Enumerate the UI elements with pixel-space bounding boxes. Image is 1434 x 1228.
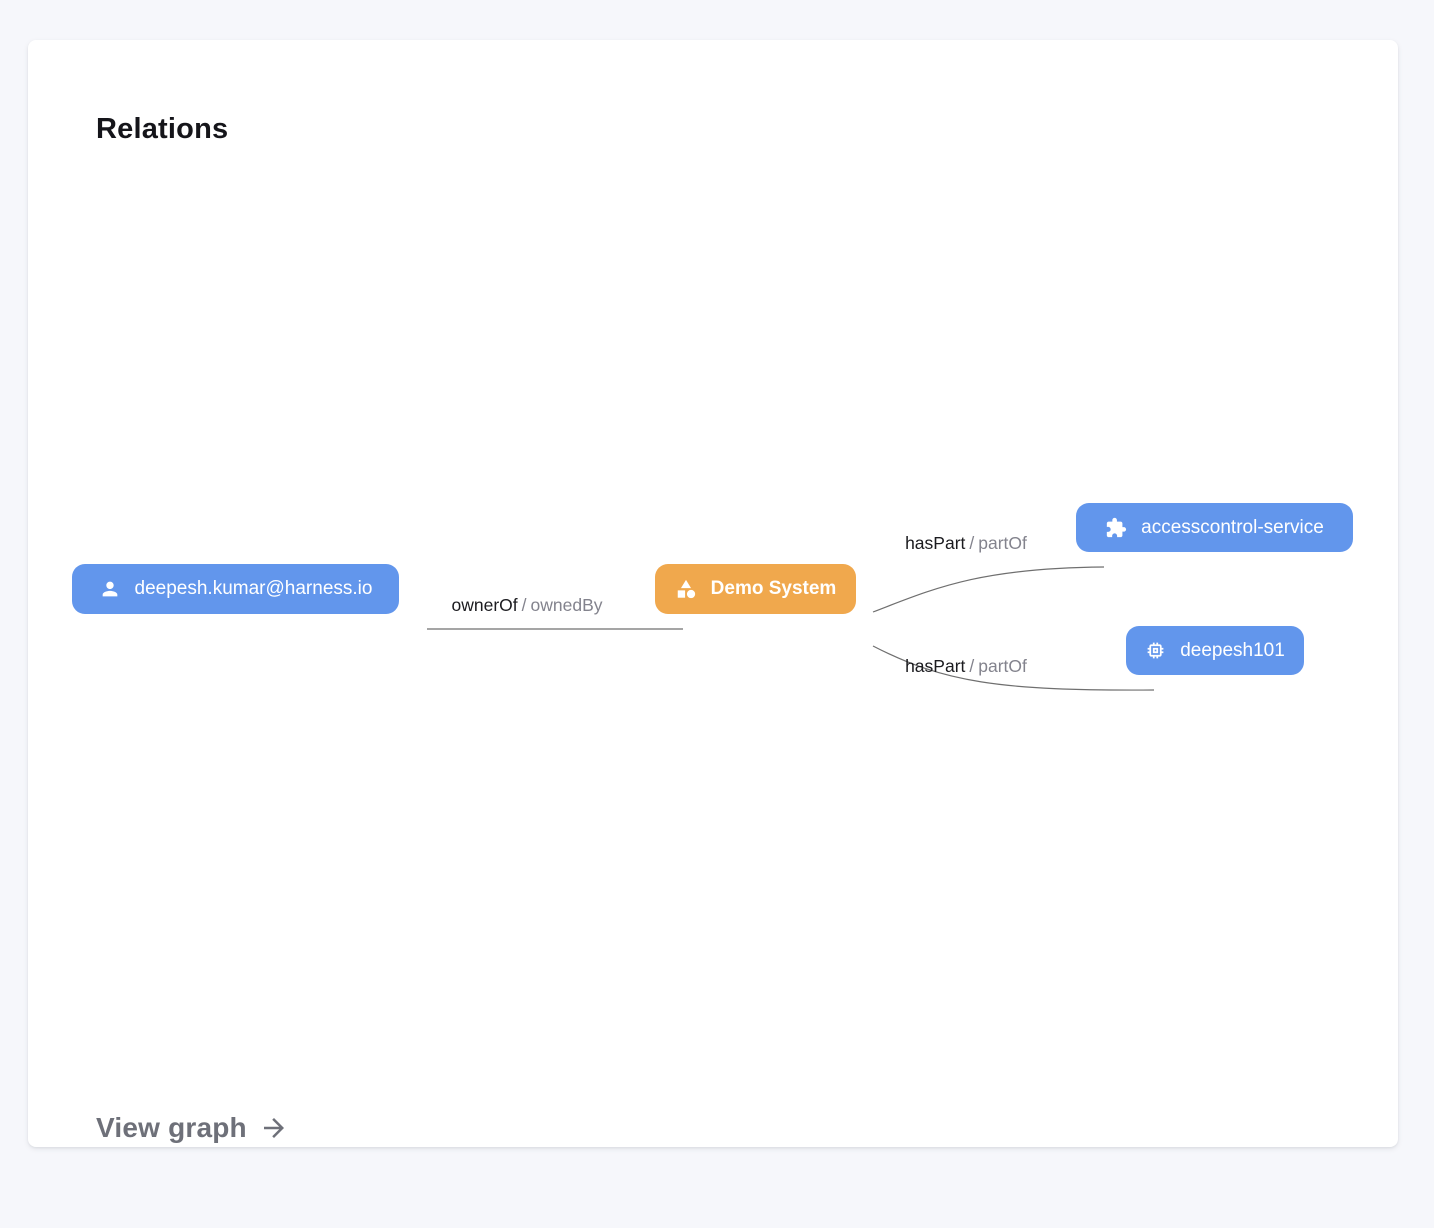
node-demo-system[interactable]: Demo System: [655, 564, 856, 614]
node-label: deepesh101: [1180, 639, 1285, 661]
inverse-relation-text: partOf: [978, 533, 1027, 553]
arrow-right-icon: [259, 1113, 289, 1143]
node-deepesh101[interactable]: deepesh101: [1126, 626, 1304, 675]
edge-haspart-top-line: [872, 566, 1105, 613]
view-graph-link[interactable]: View graph: [96, 1112, 289, 1144]
category-icon: [675, 578, 697, 600]
view-graph-label: View graph: [96, 1112, 247, 1143]
node-label: accesscontrol-service: [1141, 516, 1324, 538]
node-label: Demo System: [710, 578, 837, 599]
relation-separator: /: [969, 656, 975, 676]
person-icon: [99, 578, 121, 600]
edge-label-owner: ownerOf/ownedBy: [417, 595, 637, 616]
node-accesscontrol-service[interactable]: accesscontrol-service: [1076, 503, 1353, 552]
node-user[interactable]: deepesh.kumar@harness.io: [72, 564, 399, 614]
card-title: Relations: [96, 113, 229, 145]
relation-text: hasPart: [905, 656, 966, 676]
node-label: deepesh.kumar@harness.io: [134, 578, 373, 599]
inverse-relation-text: partOf: [978, 656, 1027, 676]
chip-icon: [1145, 640, 1166, 661]
relation-text: hasPart: [905, 533, 966, 553]
relation-separator: /: [969, 533, 975, 553]
edge-haspart-bottom-line: [872, 645, 1155, 691]
relations-card: Relations deepesh.kumar@harness.io Demo …: [28, 40, 1398, 1147]
edge-label-haspart-top: hasPart/partOf: [856, 533, 1076, 554]
relation-separator: /: [521, 595, 527, 615]
puzzle-icon: [1105, 517, 1127, 539]
edge-label-haspart-bottom: hasPart/partOf: [856, 656, 1076, 677]
inverse-relation-text: ownedBy: [530, 595, 603, 615]
relation-text: ownerOf: [451, 595, 518, 615]
